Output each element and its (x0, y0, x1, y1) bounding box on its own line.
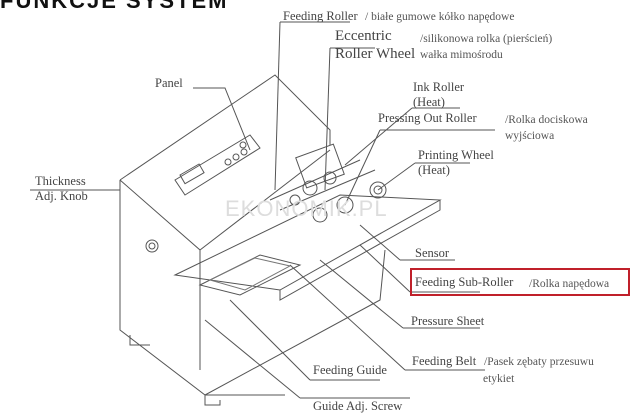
label-sensor: Sensor (415, 246, 450, 260)
label-feeding-sub-roller: Feeding Sub-Roller (415, 275, 514, 289)
label-pressing-out: Pressing Out Roller (378, 111, 477, 125)
label-feeding-roller-pl: / białe gumowe kółko napędowe (365, 11, 515, 23)
label-ink-roller-2: (Heat) (413, 95, 445, 109)
label-printing-wheel-1: Printing Wheel (418, 148, 494, 162)
label-feeding-sub-roller-pl: /Rolka napędowa (529, 278, 610, 290)
label-ink-roller-1: Ink Roller (413, 80, 465, 94)
label-eccentric-1: Eccentric (335, 28, 392, 44)
label-eccentric-2: Roller Wheel (335, 46, 416, 62)
label-thickness-2: Adj. Knob (35, 189, 88, 203)
label-pressure-sheet: Pressure Sheet (411, 314, 485, 328)
label-panel: Panel (155, 76, 183, 90)
highlight-box (410, 268, 630, 296)
watermark: EKONOMIK.PL (225, 196, 388, 221)
label-pressing-out-pl-1: /Rolka dociskowa (505, 114, 588, 126)
label-feeding-belt-pl-1: /Pasek zębaty przesuwu (484, 356, 594, 368)
label-eccentric-pl-1: /silikonowa rolka (pierścień) (420, 33, 553, 45)
label-pressing-out-pl-2: wyjściowa (505, 130, 555, 142)
label-thickness-1: Thickness (35, 174, 86, 188)
header-fragment: FUNKCJE SYSTEM (0, 0, 229, 13)
label-feeding-guide: Feeding Guide (313, 363, 387, 377)
label-feeding-belt-pl-2: etykiet (483, 373, 515, 385)
label-eccentric-pl-2: wałka mimośrodu (420, 49, 503, 61)
label-printing-wheel-2: (Heat) (418, 163, 450, 177)
label-feeding-belt: Feeding Belt (412, 354, 477, 368)
label-feeding-roller: Feeding Roller (283, 9, 358, 23)
label-guide-adj-screw: Guide Adj. Screw (313, 399, 403, 413)
